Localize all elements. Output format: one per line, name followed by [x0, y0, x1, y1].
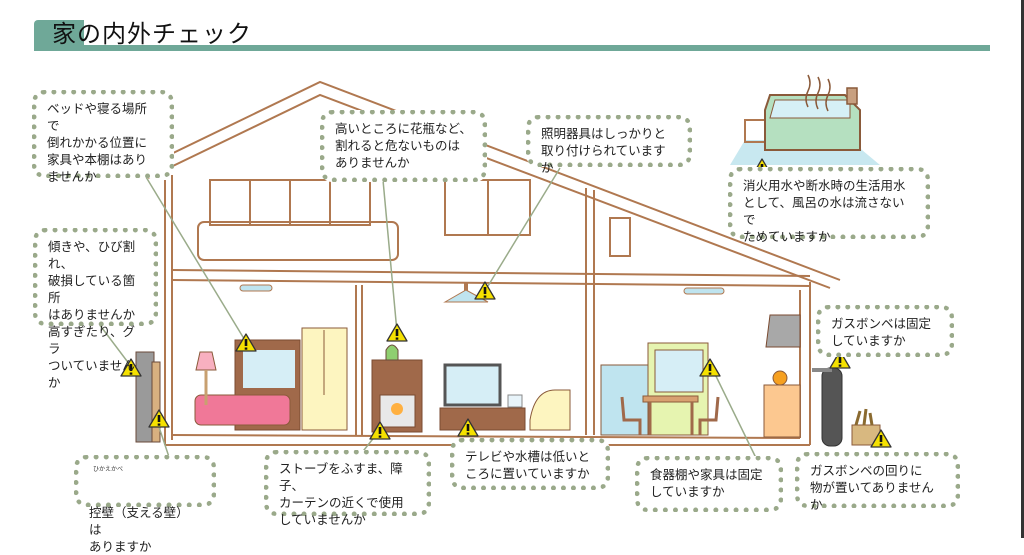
callout-cupboard: 食器棚や家具は固定 していますか [635, 456, 783, 512]
callout-gas-around: ガスボンベの回りに 物が置いてありませんか [795, 452, 960, 512]
warning-icon [386, 323, 408, 342]
bedroom-furniture [194, 327, 348, 431]
stove-cabinet [371, 344, 423, 433]
house-cross-section [95, 74, 892, 461]
warning-icon [474, 281, 496, 300]
callout-buttress: ひかえかべ 控壁（支える壁）は ありますか [74, 455, 216, 554]
callout-bed: ベッドや寝る場所で 倒れかかる位置に 家具や本棚はあり ませんか [32, 90, 174, 184]
callout-wall: 傾きや、ひび割れ、 破損している箇所 はありませんか 高すぎたり、グラ ついてい… [33, 228, 158, 390]
callout-bath: 消火用水や断水時の生活用水 として、風呂の水は流さないで ためていますか [728, 167, 930, 244]
window-edge [1021, 0, 1024, 538]
tv-set [439, 363, 571, 431]
ruby-reading: ひかえかべ [93, 466, 124, 473]
callout-gas-fix: ガスボンベは固定 していますか [816, 305, 954, 357]
bathtub-icon [730, 74, 880, 165]
dining-area [600, 342, 720, 436]
callout-stove: ストーブをふすま、障子、 カーテンの近くで使用 していませんか [264, 450, 431, 527]
gas-cylinder [812, 367, 881, 447]
kitchen [763, 314, 801, 438]
callout-light: 照明器具はしっかりと 取り付けられていますか [526, 115, 692, 175]
title-underline [34, 45, 990, 51]
callout-tv: テレビや水槽は低いと ころに置いていますか [450, 438, 610, 490]
callout-vase: 高いところに花瓶など、 割れると危ないものは ありませんか [320, 110, 487, 182]
page-title: 家の内外チェック [52, 20, 252, 48]
